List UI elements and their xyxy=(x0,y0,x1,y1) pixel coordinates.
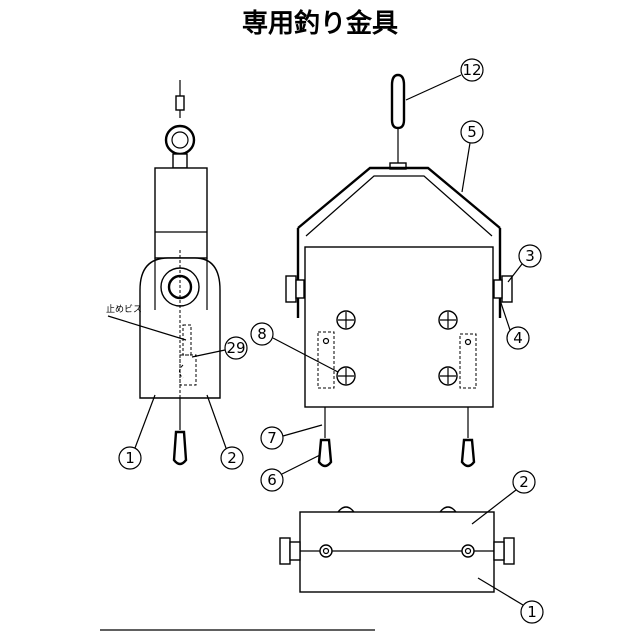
front-left-bolt-nut xyxy=(296,280,304,298)
callout-bottom-2: 2 xyxy=(519,473,529,491)
top-view-hole-left xyxy=(320,545,332,557)
callout-side-2: 2 xyxy=(227,449,237,467)
top-view-left-nut xyxy=(290,542,300,560)
side-eye-ring xyxy=(166,126,194,154)
side-eye-ring-inner xyxy=(172,132,188,148)
callout-6-leader xyxy=(282,455,320,474)
callout-3: 3 xyxy=(525,247,535,265)
callout-4: 4 xyxy=(513,329,523,347)
front-left-bolt xyxy=(286,276,296,302)
front-right-bolt xyxy=(502,276,512,302)
callout-side-2-leader xyxy=(207,395,226,448)
callout-12: 12 xyxy=(462,61,481,79)
callout-7: 7 xyxy=(267,429,277,447)
side-upper-block xyxy=(155,168,207,258)
front-right-hook xyxy=(462,440,474,466)
callout-bottom-1: 1 xyxy=(527,603,537,621)
front-main-box xyxy=(305,247,493,407)
callout-12-leader xyxy=(406,75,461,100)
callout-5: 5 xyxy=(467,123,477,141)
side-hook-clip xyxy=(176,96,184,110)
screw-top-right xyxy=(439,311,457,329)
top-view-bump-left xyxy=(338,507,354,512)
callout-side-1-leader xyxy=(135,395,155,448)
screw-top-left xyxy=(337,311,355,329)
callout-7-leader xyxy=(283,425,322,436)
top-view-left-bolt xyxy=(280,538,290,564)
top-view-right-nut xyxy=(494,542,504,560)
front-shackle xyxy=(392,75,404,128)
top-view: 2 1 xyxy=(280,471,543,623)
front-hood-inner xyxy=(306,176,492,236)
top-view-hole-right xyxy=(462,545,474,557)
top-view-bump-right xyxy=(440,507,456,512)
top-view-right-bolt xyxy=(504,538,514,564)
callout-4-leader xyxy=(500,300,510,330)
diagram-title: 専用釣り金具 xyxy=(242,8,398,39)
front-right-bolt-nut xyxy=(494,280,502,298)
screw-bottom-left xyxy=(337,367,355,385)
callout-6: 6 xyxy=(267,471,277,489)
side-view: 止めビス 29 1 2 xyxy=(106,80,247,469)
callout-8: 8 xyxy=(257,325,267,343)
side-bottom-hook xyxy=(174,432,186,464)
side-eye-base xyxy=(173,154,187,168)
screw-bottom-right xyxy=(439,367,457,385)
stop-screw-label: 止めビス xyxy=(106,303,142,315)
callout-side-1: 1 xyxy=(125,449,135,467)
front-view: 12 5 3 4 8 7 6 xyxy=(251,59,541,491)
front-left-hook xyxy=(319,440,331,466)
callout-3-leader xyxy=(508,264,522,282)
callout-29: 29 xyxy=(226,339,245,357)
front-hood-outer xyxy=(298,168,500,228)
callout-5-leader xyxy=(462,143,470,192)
